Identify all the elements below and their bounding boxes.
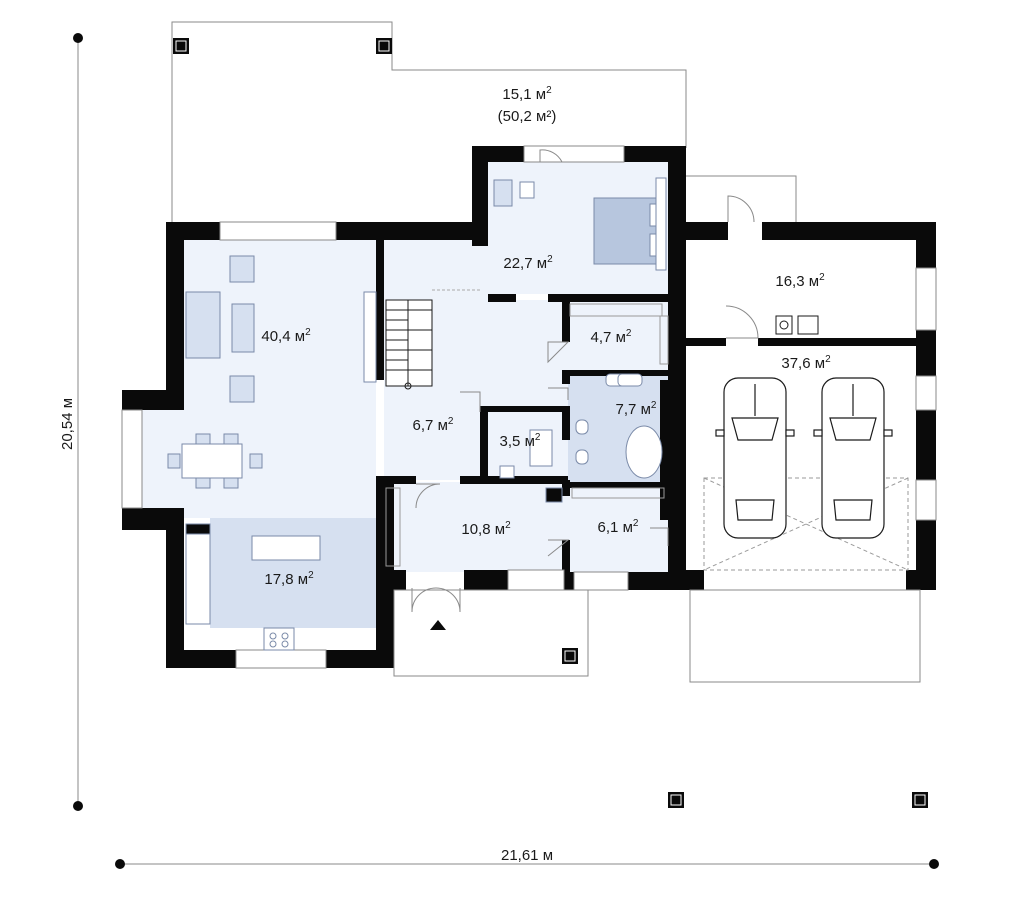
kitchen-furniture: [185, 523, 321, 651]
room-area-entry: 10,8 м2: [461, 520, 511, 538]
column-icon: [562, 648, 578, 664]
car-icon: [715, 377, 795, 539]
side-door-swing: [727, 195, 755, 223]
car-icon: [813, 377, 893, 539]
room-area-wardrobe: 4,7 м2: [591, 328, 632, 346]
room-area-bath-small: 3,5 м2: [500, 432, 541, 450]
room-area-living: 40,4 м2: [261, 327, 311, 345]
width-dimension-label: 21,61 м: [501, 847, 553, 864]
wardrobe-fill: [568, 300, 668, 370]
walls: [122, 146, 936, 668]
room-area-bath-main: 7,7 м2: [616, 400, 657, 418]
bedroom-furniture: [493, 177, 667, 271]
boiler-fixtures: [775, 315, 819, 335]
terrace-total-area-label: (50,2 м²): [498, 108, 557, 125]
dimension-dot-right: [929, 859, 939, 869]
interior-doors: [415, 149, 759, 557]
entry-fill: [384, 482, 568, 572]
dimension-dot-left: [115, 859, 125, 869]
storage-hatching: [385, 303, 669, 567]
room-area-kitchen: 17,8 м2: [264, 570, 314, 588]
column-icon: [376, 38, 392, 54]
side-porch-outline: [686, 175, 797, 222]
staircase: [385, 289, 480, 390]
column-icon: [173, 38, 189, 54]
porch-outline: [393, 589, 589, 677]
room-area-hall: 6,7 м2: [413, 416, 454, 434]
height-dimension-label: 20,54 м: [59, 398, 76, 450]
dimension-dot-top: [73, 33, 83, 43]
column-icon: [668, 792, 684, 808]
terrace-area-label: 15,1 м2: [502, 85, 552, 103]
bath-fixtures: [499, 373, 663, 503]
living-furniture: [167, 255, 377, 489]
windows: [121, 145, 937, 669]
entrance-door-swing: [411, 587, 461, 613]
corridor-fill: [488, 300, 568, 410]
carport-outline: [689, 589, 921, 683]
entrance-arrow-icon: [430, 620, 446, 630]
room-area-garage: 37,6 м2: [781, 354, 831, 372]
room-area-boiler: 16,3 м2: [775, 272, 825, 290]
dimension-dot-bottom: [73, 801, 83, 811]
room-labels: 40,4 м2 17,8 м2 22,7 м2 6,7 м2 4,7 м2 7,…: [261, 254, 831, 588]
room-area-utility: 6,1 м2: [598, 518, 639, 536]
column-icon: [912, 792, 928, 808]
room-area-bedroom: 22,7 м2: [503, 254, 553, 272]
